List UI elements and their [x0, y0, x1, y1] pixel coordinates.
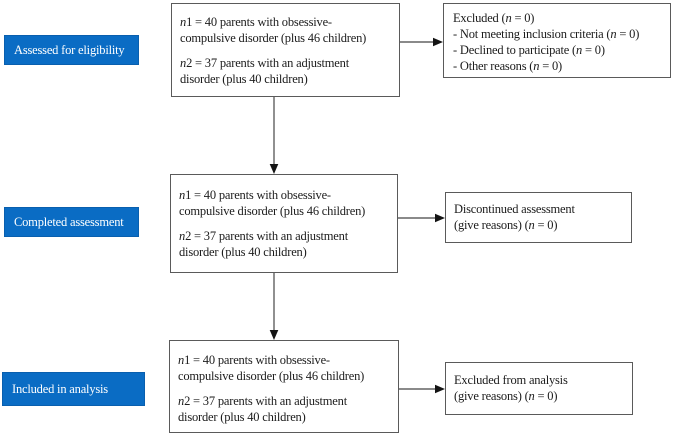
- arrow-assessment-to-discontinued: [398, 213, 445, 223]
- text-line: Excluded from analysis: [454, 373, 568, 387]
- text-line: (give reasons) (n = 0): [454, 218, 558, 232]
- text-line: - Not meeting inclusion criteria (n = 0): [453, 27, 640, 41]
- text-line: n2 = 37 parents with an adjustment: [178, 394, 347, 408]
- cohort-paragraph: n2 = 37 parents with an adjustment disord…: [178, 393, 392, 425]
- arrow-analysis-to-excluded: [399, 384, 445, 394]
- text-line: compulsive disorder (plus 46 children): [180, 31, 367, 45]
- cohort-box-assessment: n1 = 40 parents with obsessive-compulsiv…: [170, 174, 398, 273]
- discontinued-box-assessment: Discontinued assessment (give reasons) (n…: [445, 192, 632, 243]
- text-line: - Declined to participate (n = 0): [453, 43, 605, 57]
- arrow-eligibility-to-excluded: [400, 37, 443, 47]
- arrow-assessment-to-analysis: [269, 273, 279, 340]
- text-line: n2 = 37 parents with an adjustment: [179, 229, 348, 243]
- text-line: disorder (plus 40 children): [178, 410, 306, 424]
- text-line: Excluded (n = 0): [453, 11, 535, 25]
- text-line: n2 = 37 parents with an adjustment: [180, 56, 349, 70]
- stage-label-completed-assessment: Completed assessment: [4, 207, 139, 237]
- cohort-paragraph: n2 = 37 parents with an adjustment disord…: [180, 55, 393, 87]
- cohort-paragraph: n1 = 40 parents with obsessive-compulsiv…: [180, 14, 393, 46]
- text-line: n1 = 40 parents with obsessive-: [178, 353, 330, 367]
- cohort-box-analysis: n1 = 40 parents with obsessive-compulsiv…: [169, 340, 399, 433]
- text-line: Discontinued assessment: [454, 202, 575, 216]
- text-line: n1 = 40 parents with obsessive-: [179, 188, 331, 202]
- text-line: n1 = 40 parents with obsessive-: [180, 15, 332, 29]
- text-line: (give reasons) (n = 0): [454, 389, 558, 403]
- text-line: compulsive disorder (plus 46 children): [178, 369, 365, 383]
- stage-label-assessed-for-eligibility: Assessed for eligibility: [4, 35, 139, 65]
- arrow-eligibility-to-assessment: [269, 97, 279, 174]
- text-line: - Other reasons (n = 0): [453, 59, 563, 73]
- cohort-paragraph: n1 = 40 parents with obsessive-compulsiv…: [178, 352, 392, 384]
- stage-label-included-in-analysis: Included in analysis: [2, 372, 145, 406]
- cohort-paragraph: n2 = 37 parents with an adjustment disord…: [179, 228, 391, 260]
- text-line: disorder (plus 40 children): [179, 245, 307, 259]
- text-line: compulsive disorder (plus 46 children): [179, 204, 366, 218]
- text-line: disorder (plus 40 children): [180, 72, 308, 86]
- exclusion-box-eligibility: Excluded (n = 0) - Not meeting inclusion …: [443, 3, 671, 78]
- cohort-paragraph: n1 = 40 parents with obsessive-compulsiv…: [179, 187, 391, 219]
- cohort-box-eligibility: n1 = 40 parents with obsessive-compulsiv…: [171, 3, 400, 97]
- exclusion-box-analysis: Excluded from analysis (give reasons) (n …: [445, 362, 633, 415]
